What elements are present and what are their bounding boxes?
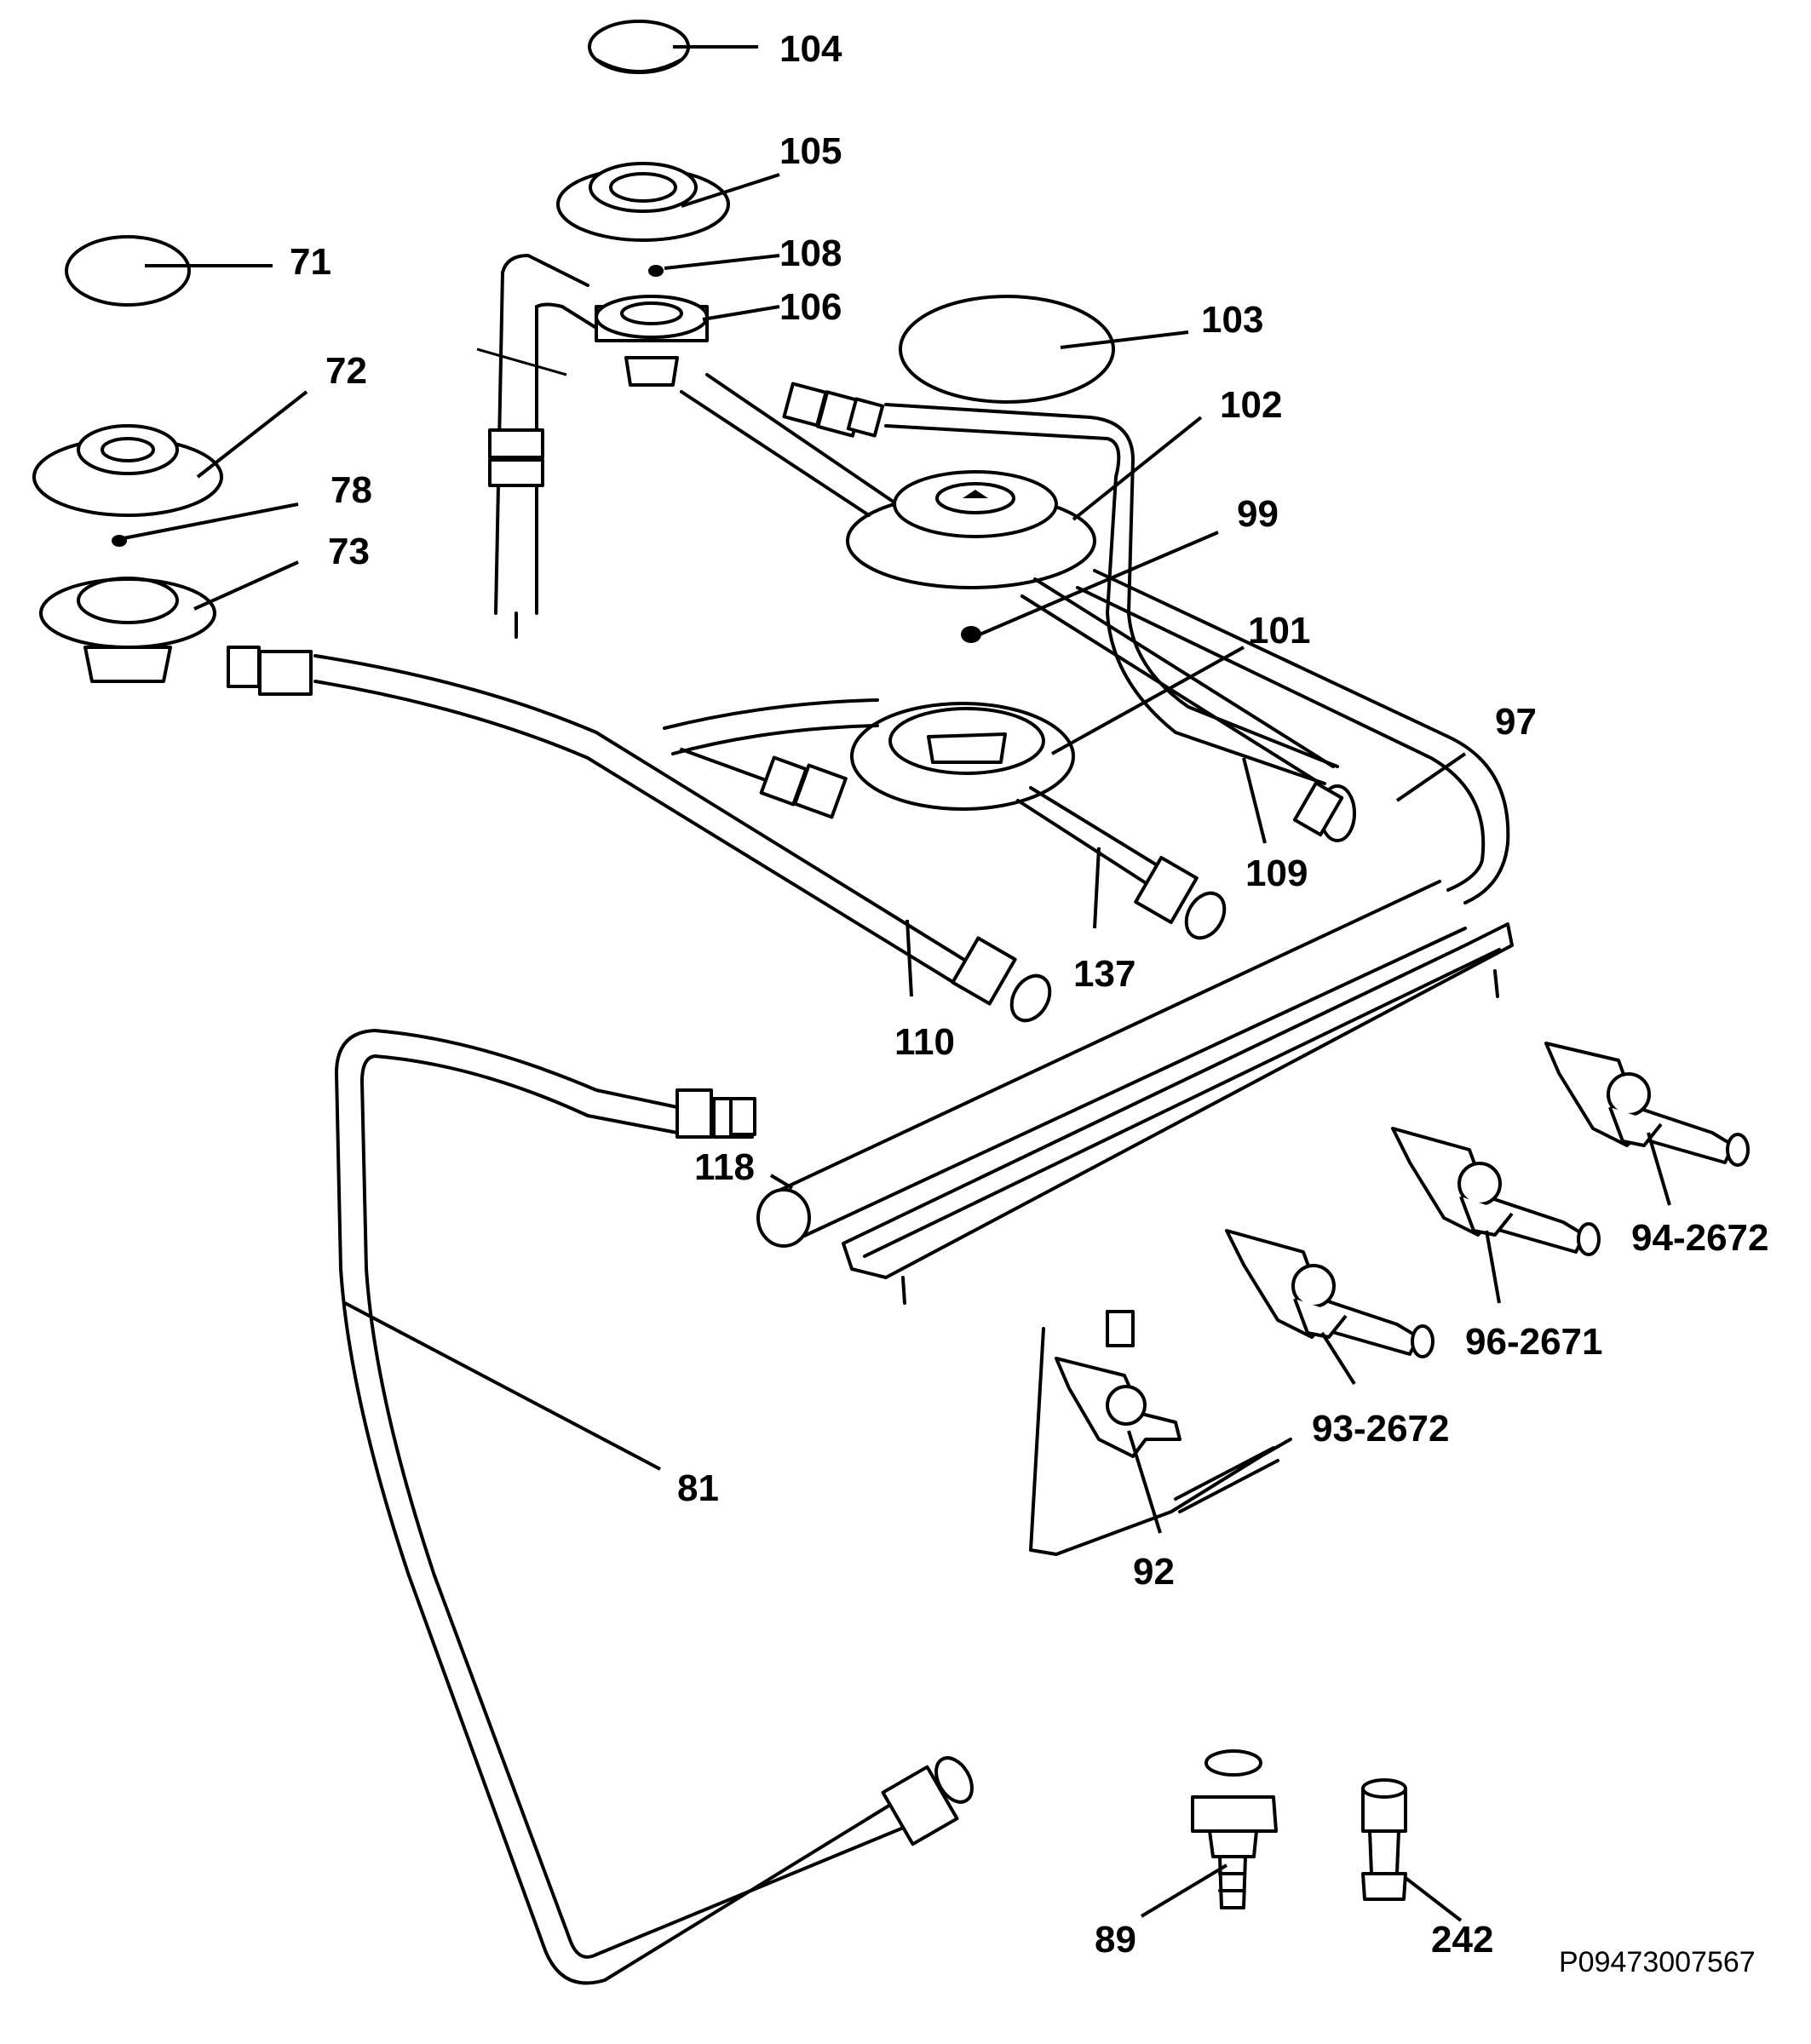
label-109: 109: [1245, 853, 1308, 894]
label-137: 137: [1073, 953, 1135, 995]
label-106: 106: [779, 286, 842, 328]
label-92: 92: [1133, 1551, 1175, 1593]
gas-pipe-110[interactable]: [227, 646, 1057, 1027]
gas-tap-93-2672[interactable]: [1225, 1229, 1434, 1358]
label-110: 110: [894, 1021, 955, 1063]
burner-supply-pipe: [476, 254, 598, 639]
label-101: 101: [1248, 610, 1310, 652]
label-105: 105: [779, 130, 842, 172]
leader-lines: [118, 45, 1671, 1922]
gas-rail-97[interactable]: [756, 569, 1510, 1248]
burner-cap-71[interactable]: [65, 235, 191, 307]
pipe-connector-118[interactable]: [676, 1088, 756, 1139]
burner-crown-105[interactable]: [556, 162, 730, 242]
gas-tap-92[interactable]: [1029, 1310, 1292, 1556]
reference-code: P09473007567: [1559, 1946, 1756, 1978]
label-99: 99: [1237, 493, 1279, 535]
label-96-2671: 96-2671: [1465, 1321, 1602, 1363]
label-102: 102: [1220, 384, 1282, 426]
burner-cap-103[interactable]: [899, 295, 1115, 404]
burner-base-106[interactable]: [595, 295, 709, 387]
inlet-fitting-89[interactable]: [1191, 1749, 1278, 1909]
mounting-bracket: [842, 922, 1514, 1305]
label-71: 71: [290, 241, 331, 283]
label-118: 118: [694, 1146, 755, 1188]
label-78: 78: [331, 469, 372, 511]
burner-crown-102[interactable]: [846, 470, 1096, 589]
label-94-2672: 94-2672: [1631, 1217, 1768, 1259]
label-81: 81: [677, 1467, 719, 1509]
injector-99[interactable]: [961, 626, 981, 643]
label-242: 242: [1431, 1919, 1493, 1961]
burner-crown-72[interactable]: [32, 424, 223, 517]
gas-pipe-81[interactable]: [335, 1029, 980, 1985]
label-108: 108: [779, 233, 842, 274]
label-73: 73: [328, 531, 370, 572]
pipe-fitting-top: [782, 382, 885, 438]
inlet-fitting-242[interactable]: [1361, 1778, 1407, 1901]
part-labels: 104 105 108 106 71 103 72 102 78 99 73 1…: [290, 28, 1768, 1978]
label-97: 97: [1495, 701, 1537, 743]
injector-108[interactable]: [648, 265, 664, 277]
label-72: 72: [325, 350, 367, 392]
gas-tap-94-2672[interactable]: [1544, 1042, 1750, 1167]
burner-base-73[interactable]: [39, 577, 216, 683]
label-89: 89: [1095, 1919, 1136, 1961]
label-93-2672: 93-2672: [1312, 1408, 1449, 1450]
burner-101[interactable]: [850, 702, 1075, 811]
gas-pipe-137[interactable]: [663, 698, 1232, 944]
label-104: 104: [779, 28, 842, 70]
label-103: 103: [1201, 299, 1263, 341]
gas-tap-96-2671[interactable]: [1391, 1127, 1601, 1256]
